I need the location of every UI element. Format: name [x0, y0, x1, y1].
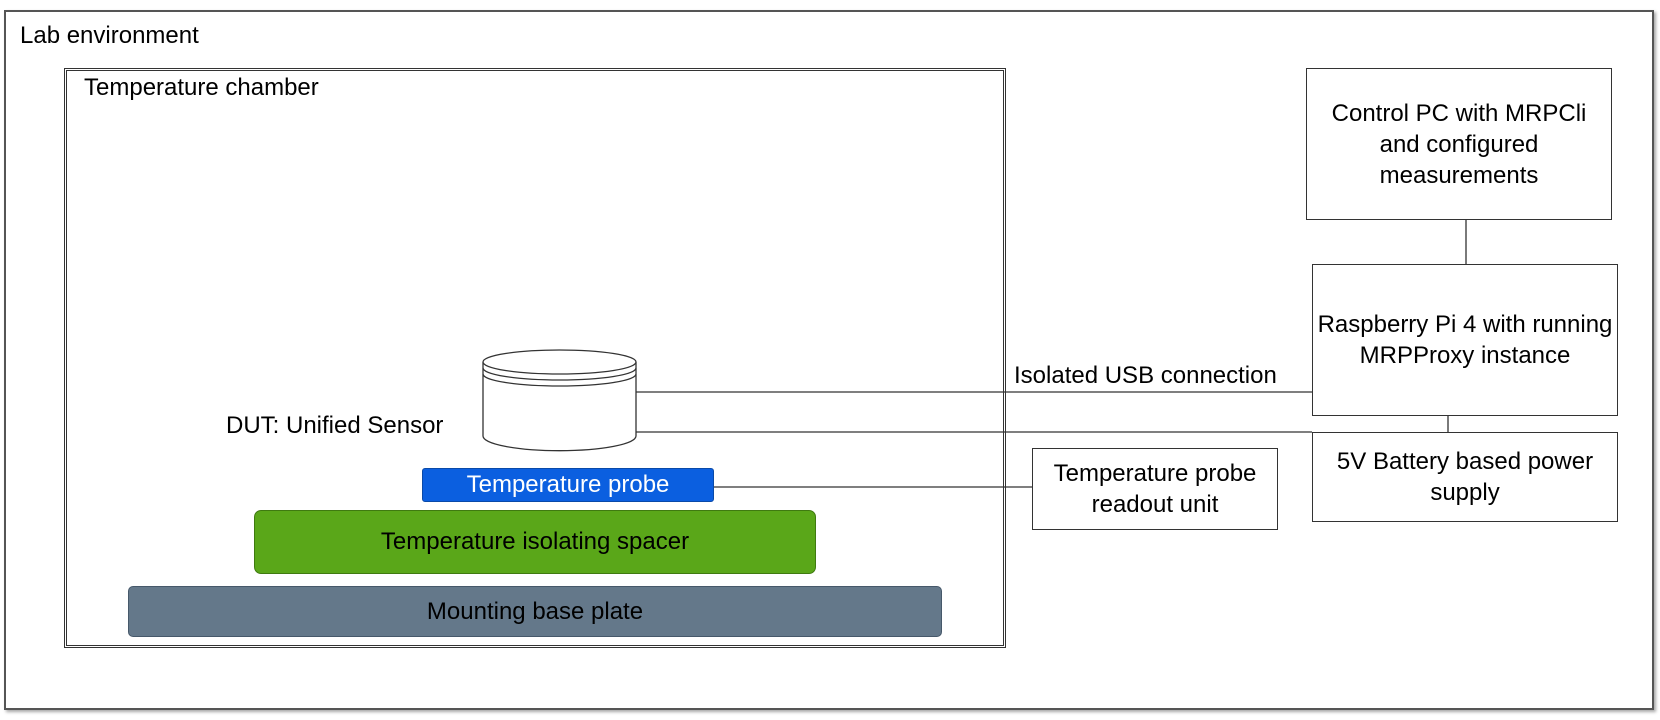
temperature-chamber-title: Temperature chamber — [84, 74, 319, 101]
power-supply-box: 5V Battery based power supply — [1312, 432, 1618, 522]
dut-cylinder-icon — [482, 349, 637, 452]
lab-environment-title: Lab environment — [20, 22, 199, 49]
control-pc-box: Control PC with MRPCli and configured me… — [1306, 68, 1612, 220]
usb-connection-label: Isolated USB connection — [1014, 362, 1277, 389]
base-plate-block: Mounting base plate — [128, 586, 942, 637]
raspberry-pi-box: Raspberry Pi 4 with running MRPProxy ins… — [1312, 264, 1618, 416]
temperature-probe-block: Temperature probe — [422, 468, 714, 502]
probe-readout-box: Temperature probe readout unit — [1032, 448, 1278, 530]
dut-label: DUT: Unified Sensor — [226, 412, 444, 439]
isolating-spacer-block: Temperature isolating spacer — [254, 510, 816, 574]
